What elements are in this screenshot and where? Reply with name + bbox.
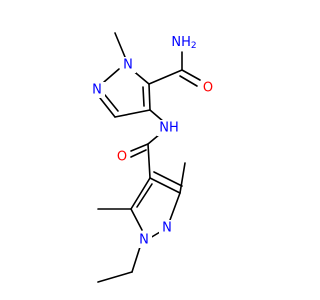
bond-c5b-c4b-double <box>136 183 153 208</box>
bond-c3b-methyl <box>179 162 186 194</box>
o-top-bg <box>201 80 215 96</box>
nh2-label: NH2 <box>171 35 196 52</box>
n1-top-label: N <box>123 58 133 73</box>
n2-top-bg <box>89 82 105 98</box>
bond-methyl-n1top <box>114 32 126 58</box>
bond-n1b-c5b <box>130 208 143 231</box>
bond-camide-o <box>181 69 201 81</box>
n1-bottom-bg <box>136 232 152 248</box>
n1-bottom-label: N <box>139 233 149 248</box>
bond-c4b-c3b <box>149 177 181 194</box>
o-top-label: O <box>203 81 213 96</box>
molecule-diagram: NH2 O N N NH O N N <box>89 32 215 283</box>
bond-ccarbonyl-o <box>130 143 149 152</box>
bond-ch2-ch3 <box>97 271 133 283</box>
bond-c4-c5-double <box>142 86 145 107</box>
bond-n2top-c3-double <box>104 94 119 112</box>
bond-n2top-c3 <box>99 97 116 118</box>
bond-c5b-c4b <box>130 177 151 210</box>
bond-camide-o-double <box>179 75 198 87</box>
n2-bottom-bg <box>159 220 175 236</box>
nh-amide-label: NH <box>159 121 179 136</box>
bond-ccarbonyl-c4b <box>147 143 151 179</box>
bond-n1top-n2top <box>103 68 120 83</box>
structure-svg: NH2 O N N NH O N N <box>89 32 215 283</box>
bond-c5-camide <box>148 69 183 85</box>
n2-top-label: N <box>92 83 102 98</box>
nh2-bg <box>170 33 204 50</box>
atom-labels: NH2 O N N NH O N N <box>89 33 215 248</box>
bond-c3b-n2b <box>169 192 181 221</box>
bond-c4-c5 <box>148 83 151 111</box>
o-bottom-bg <box>114 149 130 165</box>
nh-amide-bg <box>157 120 181 136</box>
bond-c3-c4 <box>114 109 151 118</box>
bond-ccarbonyl-o-double <box>130 149 147 158</box>
n1-top-bg <box>120 57 136 73</box>
bond-c4b-c3b-double <box>153 171 183 187</box>
o-bottom-label: O <box>117 150 127 165</box>
n2-bottom-label: N <box>162 221 172 236</box>
bonds <box>97 32 201 283</box>
bond-n1b-ch2 <box>131 246 141 273</box>
